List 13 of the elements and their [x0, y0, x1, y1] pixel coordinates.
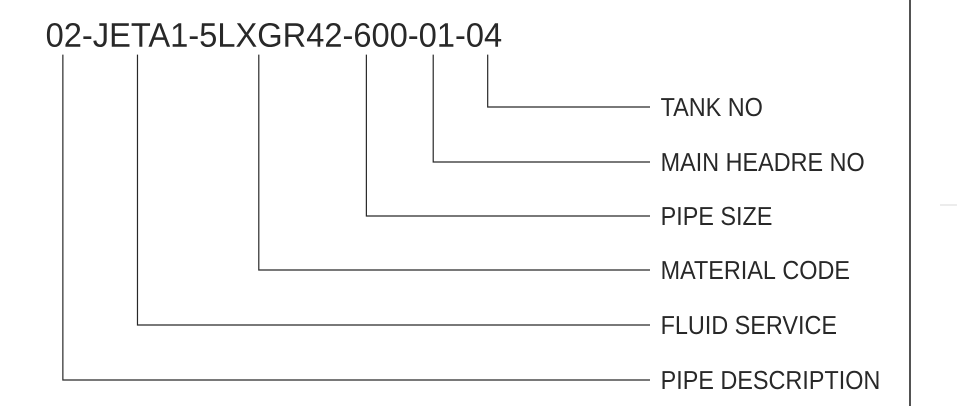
leader-label: TANK NO: [661, 98, 762, 116]
leader-line: [366, 54, 650, 217]
leader-label: PIPE SIZE: [662, 206, 772, 226]
leader-line: [258, 54, 650, 271]
leader-line: [487, 54, 650, 108]
leader-label: MATERIAL CODE: [662, 260, 849, 280]
code-text: 02-JETA1-5LXGR42-600-01-04: [46, 22, 502, 48]
leader-label: FLUID SERVICE: [662, 316, 836, 334]
leader-line: [62, 54, 650, 381]
leader-line: [136, 54, 650, 326]
leader-label: PIPE DESCRIPTION: [662, 370, 878, 390]
leader-label: MAIN HEADRE NO: [662, 152, 864, 172]
leader-line: [432, 54, 650, 163]
